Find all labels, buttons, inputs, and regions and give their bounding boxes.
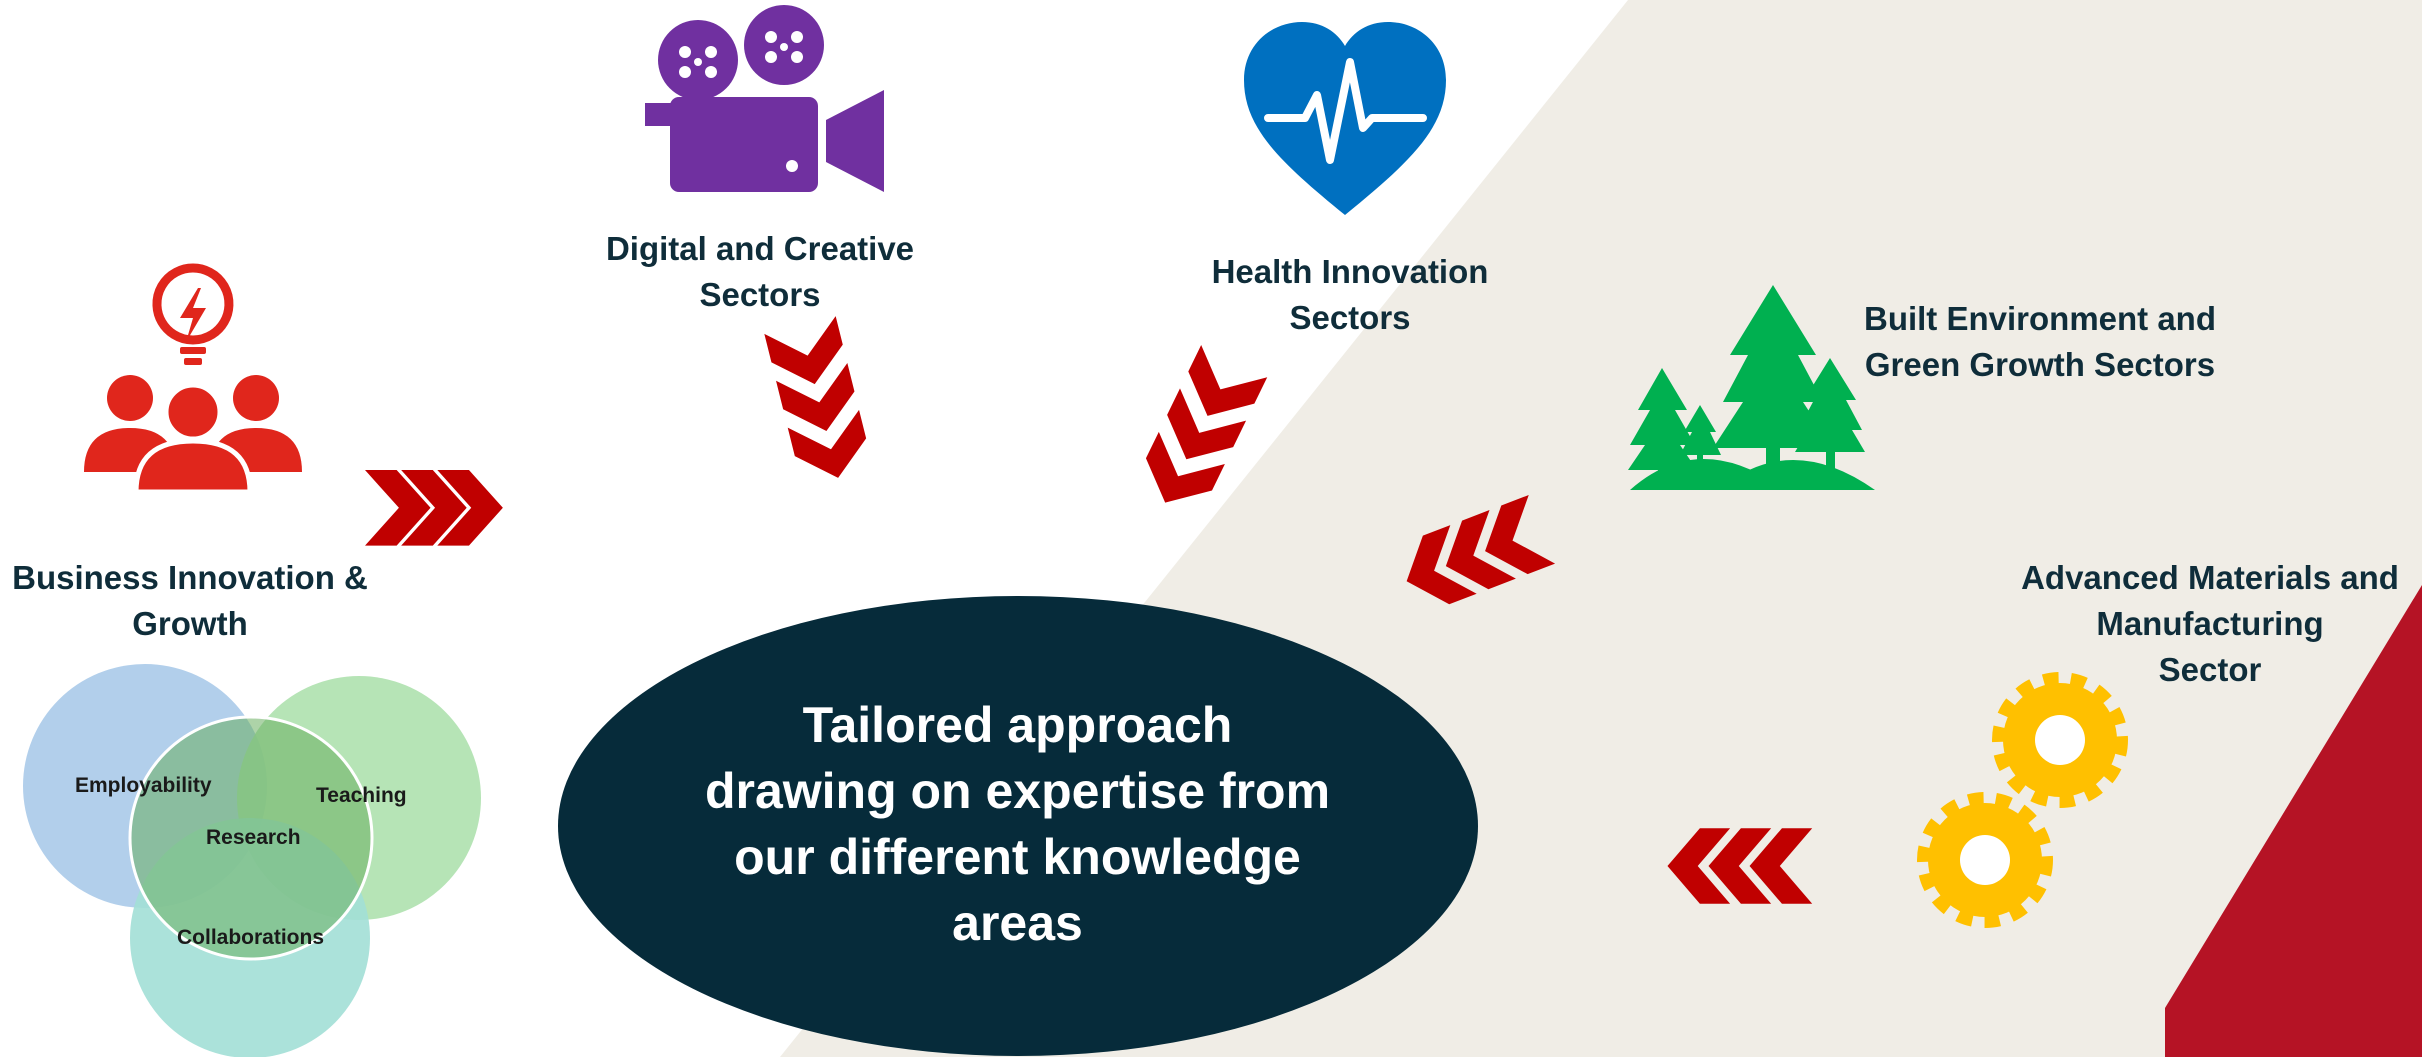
label-business-line1: Business Innovation & xyxy=(12,559,368,596)
venn-label-collaborations: Collaborations xyxy=(177,926,325,949)
center-line2: drawing on expertise from xyxy=(704,763,1331,819)
label-built-line1: Built Environment and xyxy=(1863,300,2216,337)
label-materials-line1: Advanced Materials and xyxy=(2021,559,2399,596)
trees-icon xyxy=(1628,285,1875,490)
label-business-innovation: Business Innovation & Growth xyxy=(0,555,380,647)
label-digital-line2: Sectors xyxy=(699,276,821,313)
people-lightbulb-icon xyxy=(84,263,302,495)
label-health-innovation: Health Innovation Sectors xyxy=(1170,249,1530,341)
center-line3: our different knowledge xyxy=(734,829,1301,885)
label-materials-line3: Sector xyxy=(2158,651,2262,688)
label-materials-line2: Manufacturing xyxy=(2096,605,2324,642)
center-line4: areas xyxy=(952,895,1083,951)
label-built-line2: Green Growth Sectors xyxy=(1864,346,2216,383)
center-ellipse xyxy=(558,596,1478,1056)
chevron-arrow-down xyxy=(764,316,874,487)
venn-diagram xyxy=(23,664,481,1057)
venn-label-research: Research xyxy=(206,826,301,849)
label-built-environment: Built Environment and Green Growth Secto… xyxy=(1835,296,2245,388)
label-digital-creative: Digital and Creative Sectors xyxy=(580,226,940,318)
label-business-line2: Growth xyxy=(132,605,248,642)
label-health-line1: Health Innovation xyxy=(1211,253,1489,290)
gears-icon xyxy=(1917,672,2128,928)
chevron-arrow-right xyxy=(365,470,503,546)
label-digital-line1: Digital and Creative xyxy=(605,230,915,267)
center-statement: Tailored approach drawing on expertise f… xyxy=(610,692,1425,956)
venn-label-teaching: Teaching xyxy=(316,784,407,807)
film-camera-icon xyxy=(645,5,884,192)
red-corner-stripe xyxy=(2165,585,2422,1057)
heartbeat-heart-icon xyxy=(1244,22,1446,215)
venn-label-employability: Employability xyxy=(75,774,212,797)
center-line1: Tailored approach xyxy=(802,697,1233,753)
label-advanced-materials: Advanced Materials and Manufacturing Sec… xyxy=(1985,555,2422,693)
venn-circle-research xyxy=(128,715,374,961)
label-health-line2: Sectors xyxy=(1289,299,1411,336)
